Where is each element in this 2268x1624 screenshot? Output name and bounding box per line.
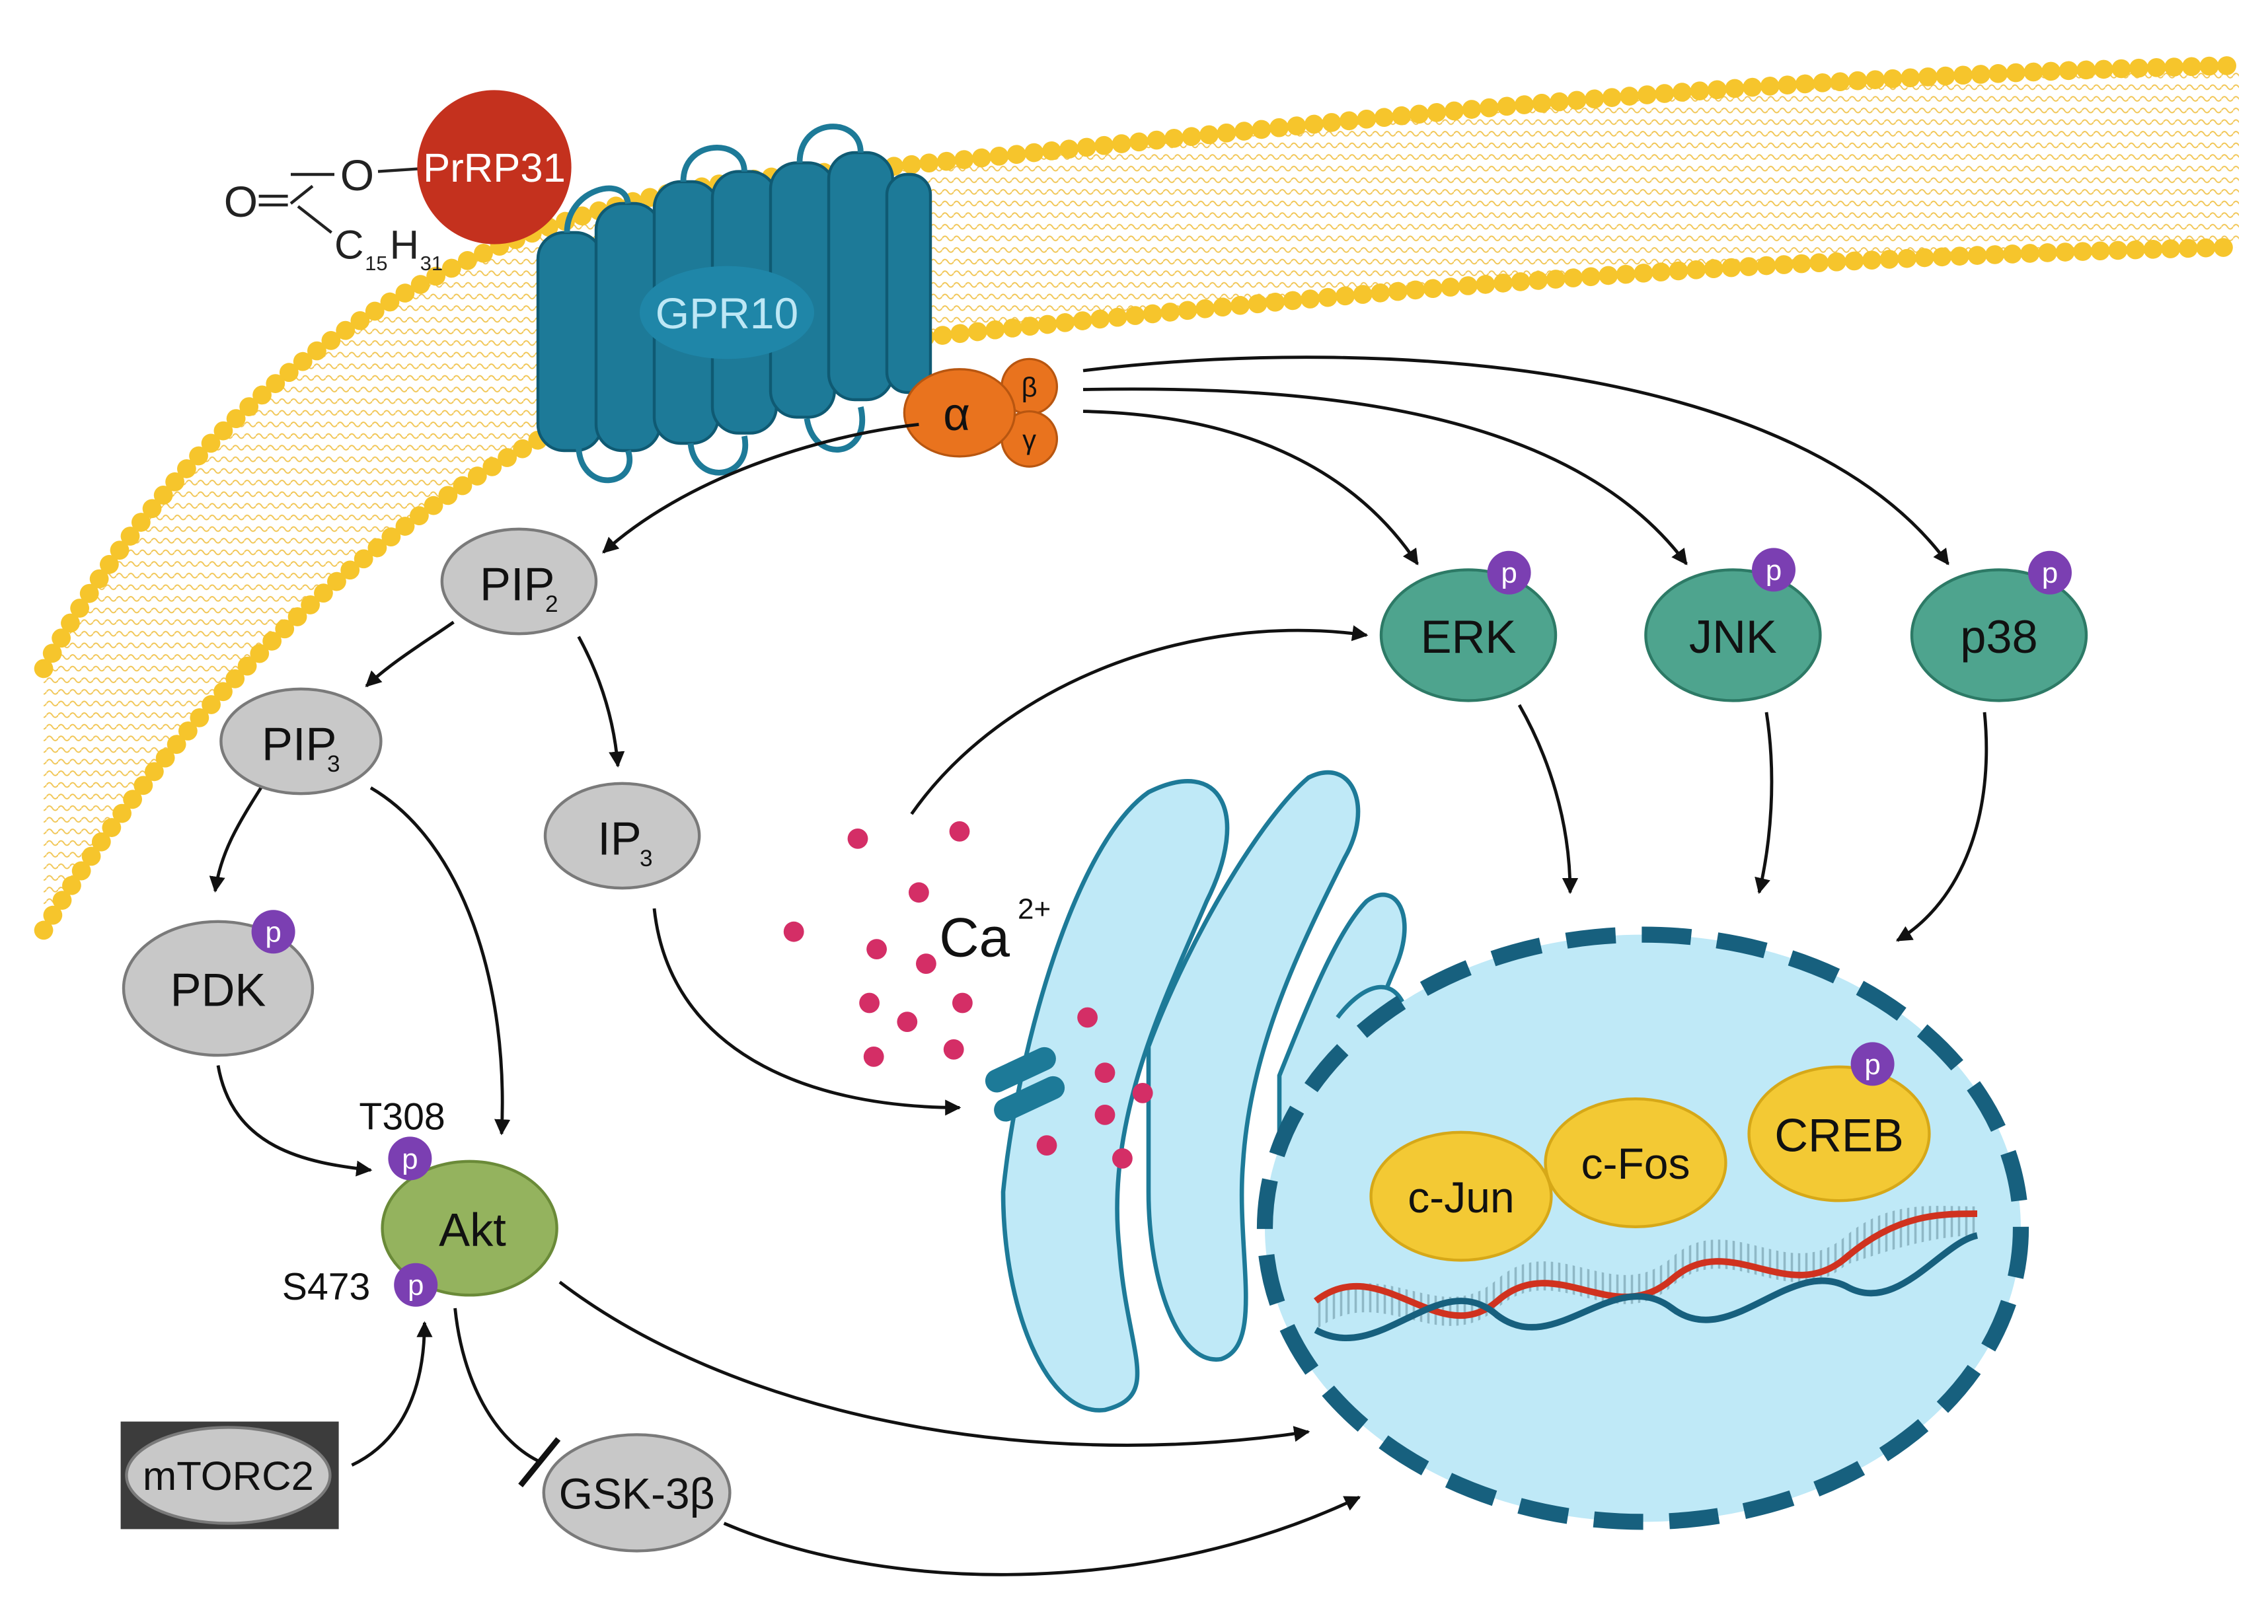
arrow-g-to-jnk bbox=[1082, 387, 1688, 566]
node-mtorc2: mTORC2 bbox=[120, 1421, 339, 1530]
phospho-label: p bbox=[1864, 1049, 1880, 1081]
nucleus bbox=[1256, 926, 2029, 1530]
phospho-p38: p bbox=[2028, 550, 2072, 595]
arrow-erk-to-nucleus bbox=[1517, 704, 1579, 895]
arrow-g-to-pip2 bbox=[602, 422, 919, 554]
p38-label: p38 bbox=[1960, 610, 2037, 663]
g-beta-label: β bbox=[1022, 372, 1038, 403]
tf-cfos: c-Fos bbox=[1544, 1097, 1727, 1229]
ester-o-label: O bbox=[340, 151, 374, 200]
node-ip3: IP 3 bbox=[543, 782, 701, 890]
node-jnk: JNK bbox=[1644, 568, 1822, 702]
erk-label: ERK bbox=[1421, 610, 1517, 663]
phospho-erk: p bbox=[1487, 550, 1531, 595]
inhibition-akt-gsk3b bbox=[453, 1308, 561, 1488]
phospho-label: p bbox=[408, 1269, 424, 1302]
carbonyl-o-label: O bbox=[224, 177, 258, 226]
node-pip3: PIP 3 bbox=[219, 687, 383, 795]
mtorc2-label: mTORC2 bbox=[143, 1454, 314, 1499]
phospho-akt-s473: p bbox=[394, 1263, 438, 1307]
calcium-label: Ca bbox=[939, 906, 1010, 969]
akt-label: Akt bbox=[439, 1203, 506, 1255]
jnk-label: JNK bbox=[1689, 610, 1777, 663]
node-pip2: PIP 2 bbox=[440, 527, 598, 636]
phospho-pdk: p bbox=[251, 910, 295, 954]
chain-c-label: C bbox=[334, 223, 363, 268]
arrow-gsk3b-to-nucleus bbox=[723, 1495, 1361, 1576]
arrow-p38-to-nucleus bbox=[1895, 712, 1988, 942]
g-alpha-label: α bbox=[943, 388, 970, 440]
prrp31-ligand: O O C 15 H 31 PrRP31 bbox=[224, 90, 572, 275]
arrow-pip2-to-ip3 bbox=[577, 636, 625, 768]
pip2-label: PIP bbox=[480, 558, 554, 610]
g-protein: α β γ bbox=[903, 357, 1059, 468]
arrow-pip2-to-pip3 bbox=[365, 620, 455, 688]
tf-cjun: c-Jun bbox=[1369, 1130, 1553, 1262]
gsk3b-label: GSK-3β bbox=[559, 1469, 715, 1518]
dna-rungs bbox=[1316, 1206, 1977, 1330]
phospho-akt-t308: p bbox=[388, 1136, 432, 1181]
chain-h-subscript: 31 bbox=[420, 252, 443, 275]
dna-strand-blue bbox=[1314, 1232, 1979, 1342]
phospho-label: p bbox=[1766, 554, 1782, 587]
node-pdk: PDK bbox=[122, 920, 315, 1057]
phospho-label: p bbox=[2042, 557, 2058, 589]
arrow-pdk-to-akt bbox=[216, 1065, 373, 1177]
tf-creb: CREB bbox=[1747, 1065, 1931, 1202]
arrow-ip3-to-channel bbox=[652, 908, 962, 1116]
creb-label: CREB bbox=[1774, 1109, 1904, 1161]
calcium-ions bbox=[783, 821, 1153, 1169]
arrow-jnk-to-nucleus bbox=[1755, 712, 1774, 895]
gpr10-label: GPR10 bbox=[656, 289, 798, 338]
calcium-charge: 2+ bbox=[1018, 893, 1051, 925]
gpr10-receptor: GPR10 bbox=[536, 124, 932, 484]
pip3-label: PIP bbox=[262, 718, 336, 770]
ip3-label: IP bbox=[597, 813, 642, 865]
node-akt: Akt bbox=[381, 1160, 558, 1297]
cjun-label: c-Jun bbox=[1408, 1173, 1514, 1222]
phospho-label: p bbox=[1501, 557, 1517, 589]
arrow-akt-to-nucleus bbox=[558, 1280, 1310, 1447]
pip2-subscript: 2 bbox=[545, 591, 558, 617]
pdk-label: PDK bbox=[170, 963, 266, 1015]
arrow-g-to-p38 bbox=[1082, 355, 1949, 566]
node-erk: ERK bbox=[1379, 568, 1558, 702]
pathway-arrows bbox=[209, 355, 1988, 1576]
phospho-creb: p bbox=[1850, 1042, 1895, 1086]
arrow-ca-to-erk bbox=[910, 625, 1369, 815]
pip3-subscript: 3 bbox=[327, 751, 340, 777]
node-p38: p38 bbox=[1910, 568, 2088, 702]
ip3-receptor-channel bbox=[985, 1047, 1065, 1122]
cfos-label: c-Fos bbox=[1581, 1139, 1690, 1188]
phospho-jnk: p bbox=[1752, 548, 1796, 592]
s473-site-label: S473 bbox=[282, 1266, 371, 1308]
arrow-mtorc2-to-akt bbox=[351, 1321, 433, 1467]
prrp31-label: PrRP31 bbox=[423, 145, 566, 191]
ip3-subscript: 3 bbox=[640, 846, 653, 871]
phospho-label: p bbox=[402, 1143, 418, 1175]
arrow-g-to-erk bbox=[1082, 410, 1419, 566]
arrow-pip3-to-pdk bbox=[209, 781, 266, 893]
phospho-label: p bbox=[265, 916, 281, 949]
g-gamma-label: γ bbox=[1022, 424, 1036, 455]
prrp31-circle bbox=[417, 90, 572, 244]
node-gsk3b: GSK-3β bbox=[542, 1433, 732, 1553]
arrow-pip3-to-akt bbox=[369, 786, 511, 1136]
chain-c-subscript: 15 bbox=[365, 252, 387, 275]
chain-h-label: H bbox=[390, 223, 419, 268]
t308-site-label: T308 bbox=[359, 1095, 445, 1138]
